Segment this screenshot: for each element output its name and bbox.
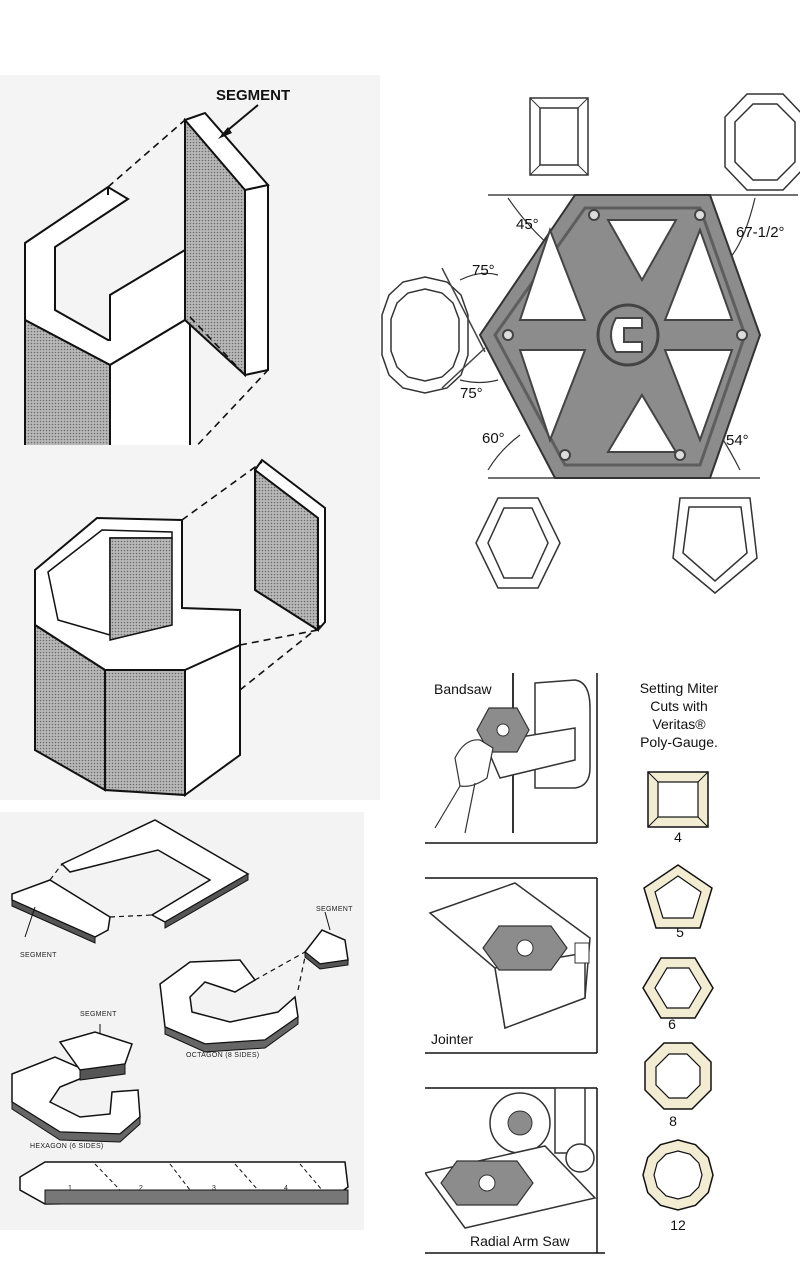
strip-number-4: 4 [284,1185,289,1192]
hexagon-frame-icon [475,497,561,589]
poly-gauge-diagram [381,93,800,594]
segment-label-small-hex: SEGMENT [80,1011,117,1018]
segment-label-small-right: SEGMENT [316,906,353,913]
legend-octagon-icon [644,1042,712,1110]
octagonal-prism-diagram [34,458,326,797]
angle-54: 54° [726,432,749,449]
radial-arm-saw-illustration [425,1087,597,1229]
setting-text: Setting Miter Cuts with Veritas® Poly-Ga… [615,679,743,751]
tool-illustrations [425,673,605,1254]
octagon-label: OCTAGON (8 SIDES) [186,1052,260,1059]
tool-label-bandsaw: Bandsaw [434,681,492,697]
segment-label-small-left: SEGMENT [20,952,57,959]
bandsaw-illustration [434,673,591,834]
jointer-illustration [428,882,591,1030]
angle-45: 45° [516,216,539,233]
legend-pentagon-icon [643,864,713,929]
legend-count-6: 6 [668,1016,676,1032]
flat-segments-diagram [11,819,349,1205]
setting-line-3: Veritas® [652,716,706,732]
hexagon-label: HEXAGON (6 SIDES) [30,1143,104,1150]
legend-count-12: 12 [670,1217,686,1233]
legend-hexagon-icon [642,957,714,1019]
strip-number-1: 1 [68,1185,73,1192]
angle-60: 60° [482,430,505,447]
u-shape-diagram [24,104,270,445]
legend-count-5: 5 [676,924,684,940]
legend-count-8: 8 [669,1113,677,1129]
polygon-frames-legend [642,771,714,1211]
legend-dodecagon-icon [642,1139,714,1211]
angle-67-5: 67-1/2° [736,224,785,241]
angle-75-upper: 75° [472,262,495,279]
strip-number-3: 3 [212,1185,217,1192]
setting-line-4: Poly-Gauge. [640,734,718,750]
tool-label-radial-arm-saw: Radial Arm Saw [470,1233,570,1249]
dodecagon-frame-icon [381,276,469,394]
setting-line-2: Cuts with [650,698,708,714]
setting-line-1: Setting Miter [639,680,719,696]
pentagon-frame-icon [672,497,758,594]
angle-75-lower: 75° [460,385,483,402]
legend-square-icon [647,771,709,828]
tool-label-jointer: Jointer [431,1031,474,1047]
legend-count-4: 4 [674,829,682,845]
strip-number-2: 2 [139,1185,144,1192]
octagon-frame-icon [724,93,800,191]
segment-label-top: SEGMENT [216,87,291,104]
square-frame-icon [529,97,589,176]
